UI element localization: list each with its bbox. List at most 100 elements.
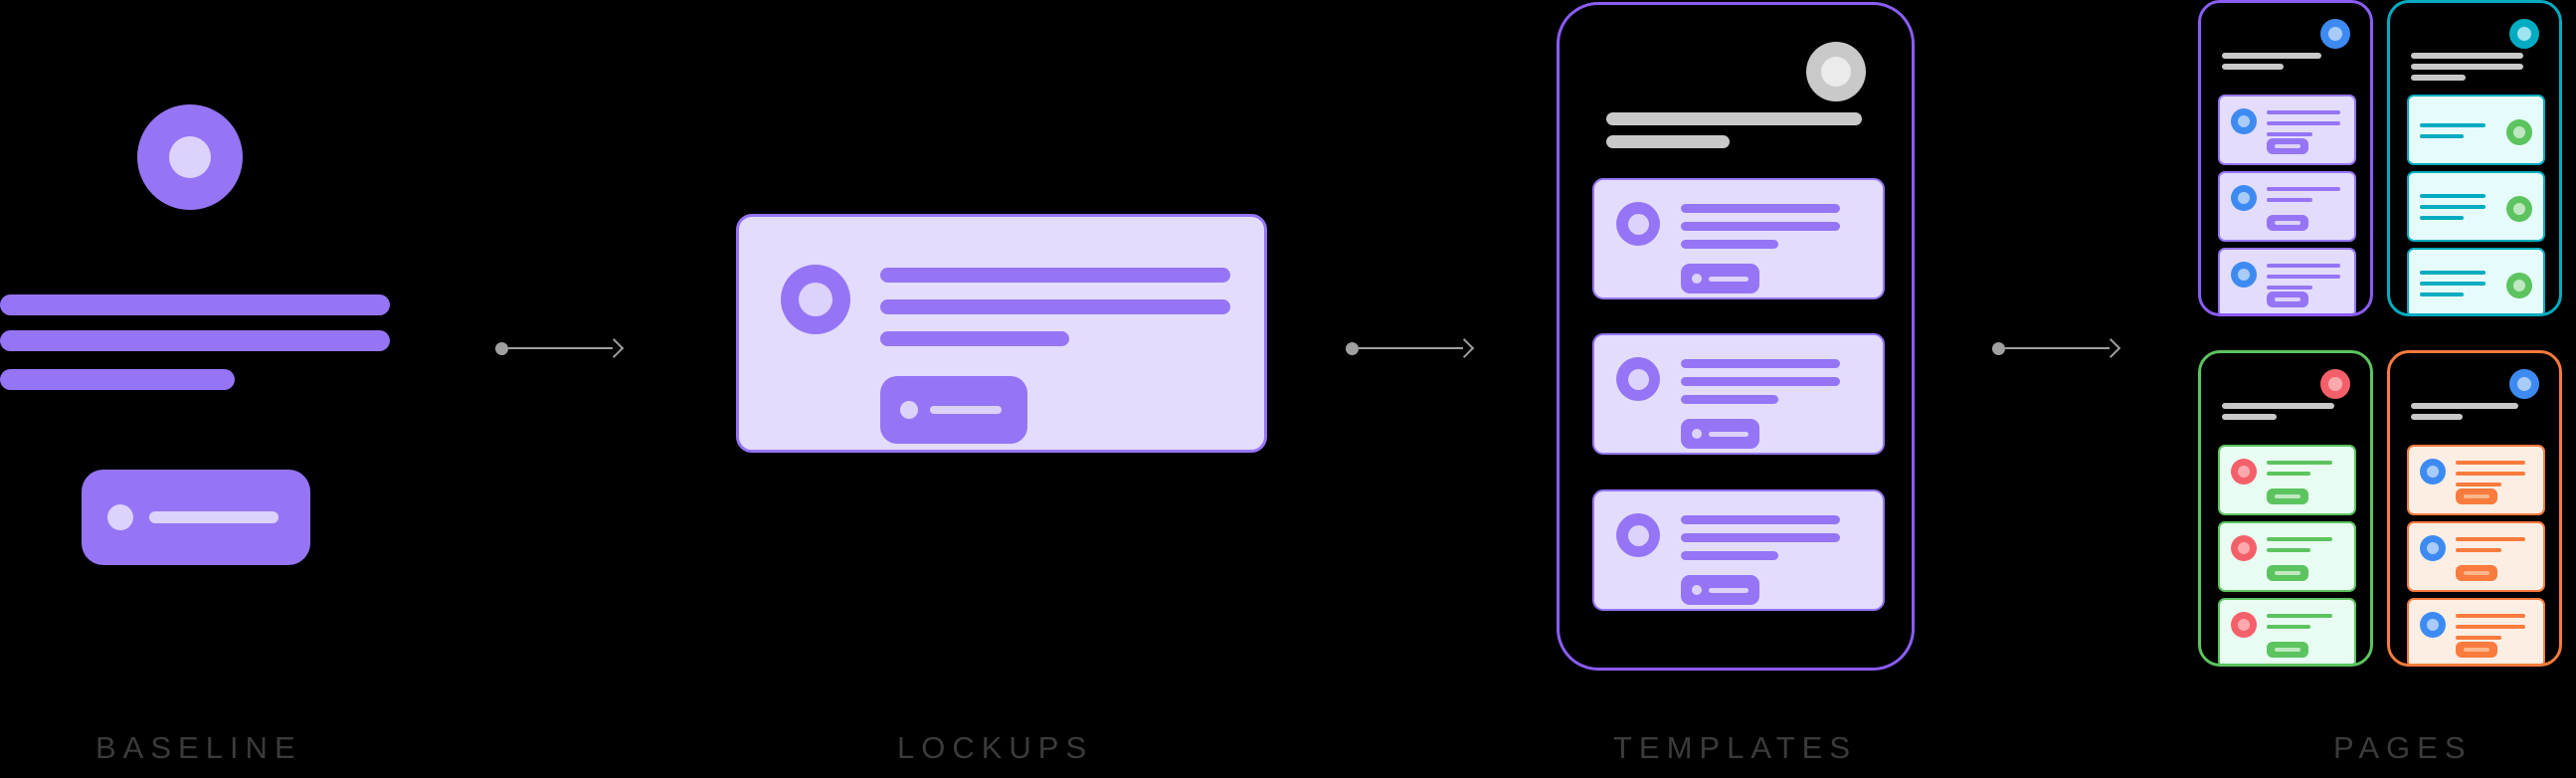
header-avatar bbox=[2509, 19, 2539, 49]
card-text-line-2 bbox=[2267, 198, 2312, 202]
card-text-line-3 bbox=[2456, 483, 2501, 486]
page-variant-teal bbox=[2387, 0, 2562, 316]
stage-templates bbox=[1557, 0, 1925, 696]
button-label-bar bbox=[2275, 144, 2300, 148]
card-button[interactable] bbox=[2267, 565, 2308, 581]
lockup-card[interactable] bbox=[736, 214, 1267, 453]
card-button[interactable] bbox=[2267, 292, 2308, 307]
page-card-2[interactable] bbox=[2407, 171, 2545, 242]
stage-pages bbox=[2193, 0, 2576, 696]
card-button[interactable] bbox=[2267, 488, 2308, 504]
stage-label-pages: PAGES bbox=[2333, 730, 2473, 765]
lockup-text-line-3 bbox=[880, 331, 1069, 346]
avatar-inner-dot bbox=[1627, 524, 1649, 546]
button-label-bar bbox=[2464, 648, 2489, 652]
avatar-inner-dot bbox=[799, 283, 832, 316]
page-card-1[interactable] bbox=[2218, 445, 2356, 515]
card-avatar bbox=[2506, 272, 2532, 298]
avatar-inner-dot bbox=[2238, 269, 2250, 281]
connector-start-dot bbox=[1992, 341, 2005, 355]
card-button[interactable] bbox=[2267, 642, 2308, 658]
card-text-line-1 bbox=[1681, 359, 1840, 368]
card-text-line-1 bbox=[2267, 187, 2340, 191]
template-phone-frame bbox=[1557, 2, 1915, 671]
stage-baseline bbox=[0, 0, 467, 696]
page-card-2[interactable] bbox=[2218, 171, 2356, 242]
card-text-line-2 bbox=[2267, 275, 2340, 279]
header-line-2 bbox=[1606, 135, 1730, 148]
card-avatar bbox=[2231, 262, 2257, 288]
page-card-3[interactable] bbox=[2218, 248, 2356, 313]
page-card-1[interactable] bbox=[2407, 445, 2545, 515]
card-button[interactable] bbox=[2456, 642, 2497, 658]
template-card-3[interactable] bbox=[1592, 489, 1885, 611]
header-line-1 bbox=[2411, 403, 2518, 409]
avatar-ring bbox=[1616, 513, 1660, 557]
lockup-button[interactable] bbox=[880, 376, 1027, 444]
avatar-inner-dot bbox=[169, 136, 211, 178]
card-text-line-1 bbox=[1681, 515, 1840, 524]
stage-label-baseline: BASELINE bbox=[95, 730, 302, 765]
page-card-3[interactable] bbox=[2407, 248, 2545, 313]
card-button[interactable] bbox=[2267, 138, 2308, 154]
card-text-line-2 bbox=[2420, 205, 2485, 209]
card-text-line-2 bbox=[2267, 121, 2340, 125]
card-text-line-2 bbox=[1681, 222, 1840, 231]
lockup-text-line-2 bbox=[880, 299, 1230, 314]
card-avatar bbox=[2506, 118, 2532, 145]
card-text-line-1 bbox=[2267, 461, 2332, 465]
avatar-inner-dot bbox=[2427, 466, 2439, 478]
stage-label-templates: TEMPLATES bbox=[1613, 730, 1858, 765]
card-button[interactable] bbox=[2456, 565, 2497, 581]
button-label-bar bbox=[2275, 494, 2300, 498]
primitive-button[interactable] bbox=[82, 470, 310, 565]
card-avatar bbox=[2231, 459, 2257, 485]
header-line-1 bbox=[2222, 53, 2321, 59]
button-label-bar bbox=[2275, 221, 2300, 225]
page-card-2[interactable] bbox=[2407, 521, 2545, 592]
card-text-line-3 bbox=[2267, 286, 2312, 290]
page-card-1[interactable] bbox=[2407, 95, 2545, 165]
card-text-line-2 bbox=[1681, 377, 1840, 386]
card-text-line-1 bbox=[2267, 614, 2332, 618]
card-text-line-2 bbox=[2267, 472, 2310, 476]
lockup-text-line-1 bbox=[880, 268, 1230, 283]
header-avatar bbox=[1806, 42, 1866, 101]
page-card-3[interactable] bbox=[2407, 598, 2545, 664]
header-avatar bbox=[2509, 369, 2539, 399]
page-variant-green bbox=[2198, 350, 2373, 667]
button-dot-icon bbox=[1692, 585, 1702, 595]
card-avatar bbox=[2506, 195, 2532, 222]
button-label-bar bbox=[2464, 494, 2489, 498]
card-text-line-2 bbox=[2267, 548, 2310, 552]
connector-arrow-3 bbox=[1992, 336, 2123, 360]
card-text-line-3 bbox=[2267, 132, 2312, 136]
avatar-inner-dot bbox=[1821, 57, 1851, 87]
avatar-inner-dot bbox=[2328, 377, 2342, 391]
template-card-2[interactable] bbox=[1592, 333, 1885, 455]
card-avatar bbox=[2420, 612, 2446, 638]
avatar-ring bbox=[781, 265, 850, 334]
card-text-line-1 bbox=[2267, 264, 2340, 268]
button-label-bar bbox=[149, 511, 278, 523]
card-text-line-1 bbox=[2420, 194, 2485, 198]
button-label-bar bbox=[2275, 571, 2300, 575]
avatar-inner-dot bbox=[2328, 27, 2342, 41]
card-text-line-3 bbox=[2420, 216, 2464, 220]
connector-line bbox=[508, 347, 613, 349]
page-card-1[interactable] bbox=[2218, 95, 2356, 165]
page-card-3[interactable] bbox=[2218, 598, 2356, 664]
card-button[interactable] bbox=[2267, 215, 2308, 231]
button-label-bar bbox=[2464, 571, 2489, 575]
avatar-ring bbox=[1616, 202, 1660, 246]
card-button[interactable] bbox=[1681, 575, 1759, 605]
template-card-1[interactable] bbox=[1592, 178, 1885, 299]
card-text-line-2 bbox=[2267, 625, 2310, 629]
page-card-2[interactable] bbox=[2218, 521, 2356, 592]
header-line-2 bbox=[2411, 64, 2523, 70]
card-button[interactable] bbox=[1681, 419, 1759, 449]
card-text-line-3 bbox=[1681, 551, 1778, 560]
card-button[interactable] bbox=[1681, 264, 1759, 293]
card-button[interactable] bbox=[2456, 488, 2497, 504]
